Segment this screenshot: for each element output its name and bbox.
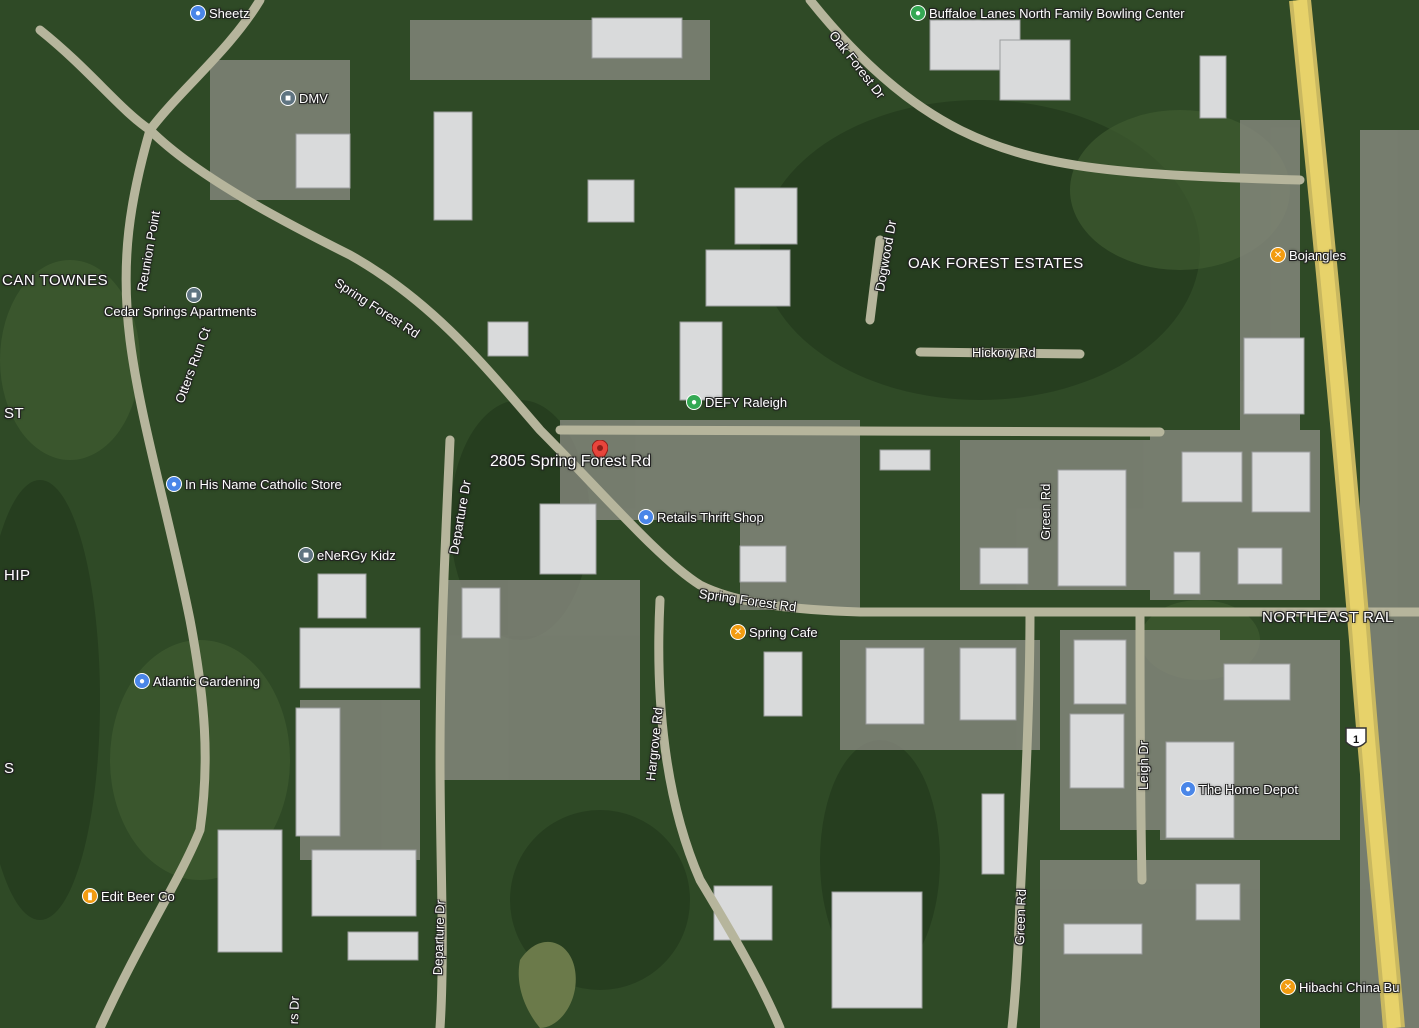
poi-label: Buffaloe Lanes North Family Bowling Cent… bbox=[929, 5, 1185, 21]
poi-edit-beer-co[interactable]: ▮ Edit Beer Co bbox=[82, 888, 175, 904]
road-label-leigh-dr: Leigh Dr bbox=[1136, 740, 1151, 790]
apartment-icon: ■ bbox=[186, 287, 202, 303]
poi-defy-raleigh[interactable]: ● DEFY Raleigh bbox=[686, 394, 787, 410]
poi-hibachi-china-buffet[interactable]: ✕ Hibachi China Bu bbox=[1280, 979, 1399, 995]
shopping-bag-icon: ● bbox=[190, 5, 206, 21]
government-building-icon: ■ bbox=[280, 90, 296, 106]
poi-label: Bojangles bbox=[1289, 247, 1347, 263]
beer-glass-icon: ▮ bbox=[82, 888, 98, 904]
poi-spring-cafe[interactable]: ✕ Spring Cafe bbox=[730, 624, 818, 640]
highway-shield-icon bbox=[1345, 727, 1367, 748]
poi-label: Atlantic Gardening bbox=[153, 673, 260, 689]
poi-bojangles[interactable]: ✕ Bojangles bbox=[1270, 247, 1346, 263]
fork-knife-icon: ✕ bbox=[730, 624, 746, 640]
poi-label: Retails Thrift Shop bbox=[657, 509, 764, 525]
area-label-st: ST bbox=[4, 405, 25, 422]
shopping-bag-icon: ● bbox=[134, 673, 150, 689]
fork-knife-icon: ✕ bbox=[1270, 247, 1286, 263]
area-label-hip: HIP bbox=[4, 567, 31, 584]
road-label-hickory-rd: Hickory Rd bbox=[972, 345, 1036, 360]
area-label-northeast-raleigh: NORTHEAST RAL bbox=[1262, 609, 1394, 626]
area-label-s: S bbox=[4, 760, 15, 777]
fork-knife-icon: ✕ bbox=[1280, 979, 1296, 995]
shopping-bag-icon: ● bbox=[166, 476, 182, 492]
poi-sheetz[interactable]: ● Sheetz bbox=[190, 5, 249, 21]
poi-retails-thrift-shop[interactable]: ● Retails Thrift Shop bbox=[638, 509, 764, 525]
poi-cedar-springs-apartments[interactable]: ■ Cedar Springs Apartments bbox=[104, 287, 256, 319]
poi-label: DEFY Raleigh bbox=[705, 394, 788, 410]
poi-label: In His Name Catholic Store bbox=[185, 476, 342, 492]
area-label-can-townes: CAN TOWNES bbox=[2, 272, 109, 289]
poi-label: Hibachi China Bu bbox=[1299, 979, 1400, 995]
poi-energy-kidz[interactable]: ■ eNeRGy Kidz bbox=[298, 547, 396, 563]
poi-label: Sheetz bbox=[209, 5, 250, 21]
pin-address-label: 2805 Spring Forest Rd bbox=[490, 453, 651, 470]
road-label-rs-dr: rs Dr bbox=[286, 995, 302, 1025]
poi-label: Cedar Springs Apartments bbox=[104, 304, 257, 319]
road-label-green-rd: Green Rd bbox=[1038, 483, 1053, 540]
poi-label: Spring Cafe bbox=[749, 624, 818, 640]
location-pin-icon[interactable] bbox=[592, 440, 608, 462]
poi-label: Edit Beer Co bbox=[101, 888, 175, 904]
poi-label: eNeRGy Kidz bbox=[317, 547, 396, 563]
poi-label: The Home Depot bbox=[1199, 781, 1298, 797]
activity-pin-icon: ● bbox=[686, 394, 702, 410]
poi-atlantic-gardening[interactable]: ● Atlantic Gardening bbox=[134, 673, 260, 689]
school-icon: ■ bbox=[298, 547, 314, 563]
activity-pin-icon: ● bbox=[910, 5, 926, 21]
road-label-green-rd: Green Rd bbox=[1012, 888, 1029, 946]
poi-in-his-name-catholic-store[interactable]: ● In His Name Catholic Store bbox=[166, 476, 342, 492]
highway-shield-number: 1 bbox=[1353, 734, 1359, 746]
poi-buffaloe-lanes[interactable]: ● Buffaloe Lanes North Family Bowling Ce… bbox=[910, 5, 1185, 21]
poi-label: DMV bbox=[299, 90, 328, 106]
poi-the-home-depot[interactable]: ● The Home Depot bbox=[1180, 781, 1298, 797]
poi-dmv[interactable]: ■ DMV bbox=[280, 90, 328, 106]
road-label-departure-dr: Departure Dr bbox=[430, 899, 448, 976]
shopping-bag-icon: ● bbox=[638, 509, 654, 525]
shopping-bag-icon: ● bbox=[1180, 781, 1196, 797]
area-label-oak-forest-estates: OAK FOREST ESTATES bbox=[908, 255, 1084, 272]
